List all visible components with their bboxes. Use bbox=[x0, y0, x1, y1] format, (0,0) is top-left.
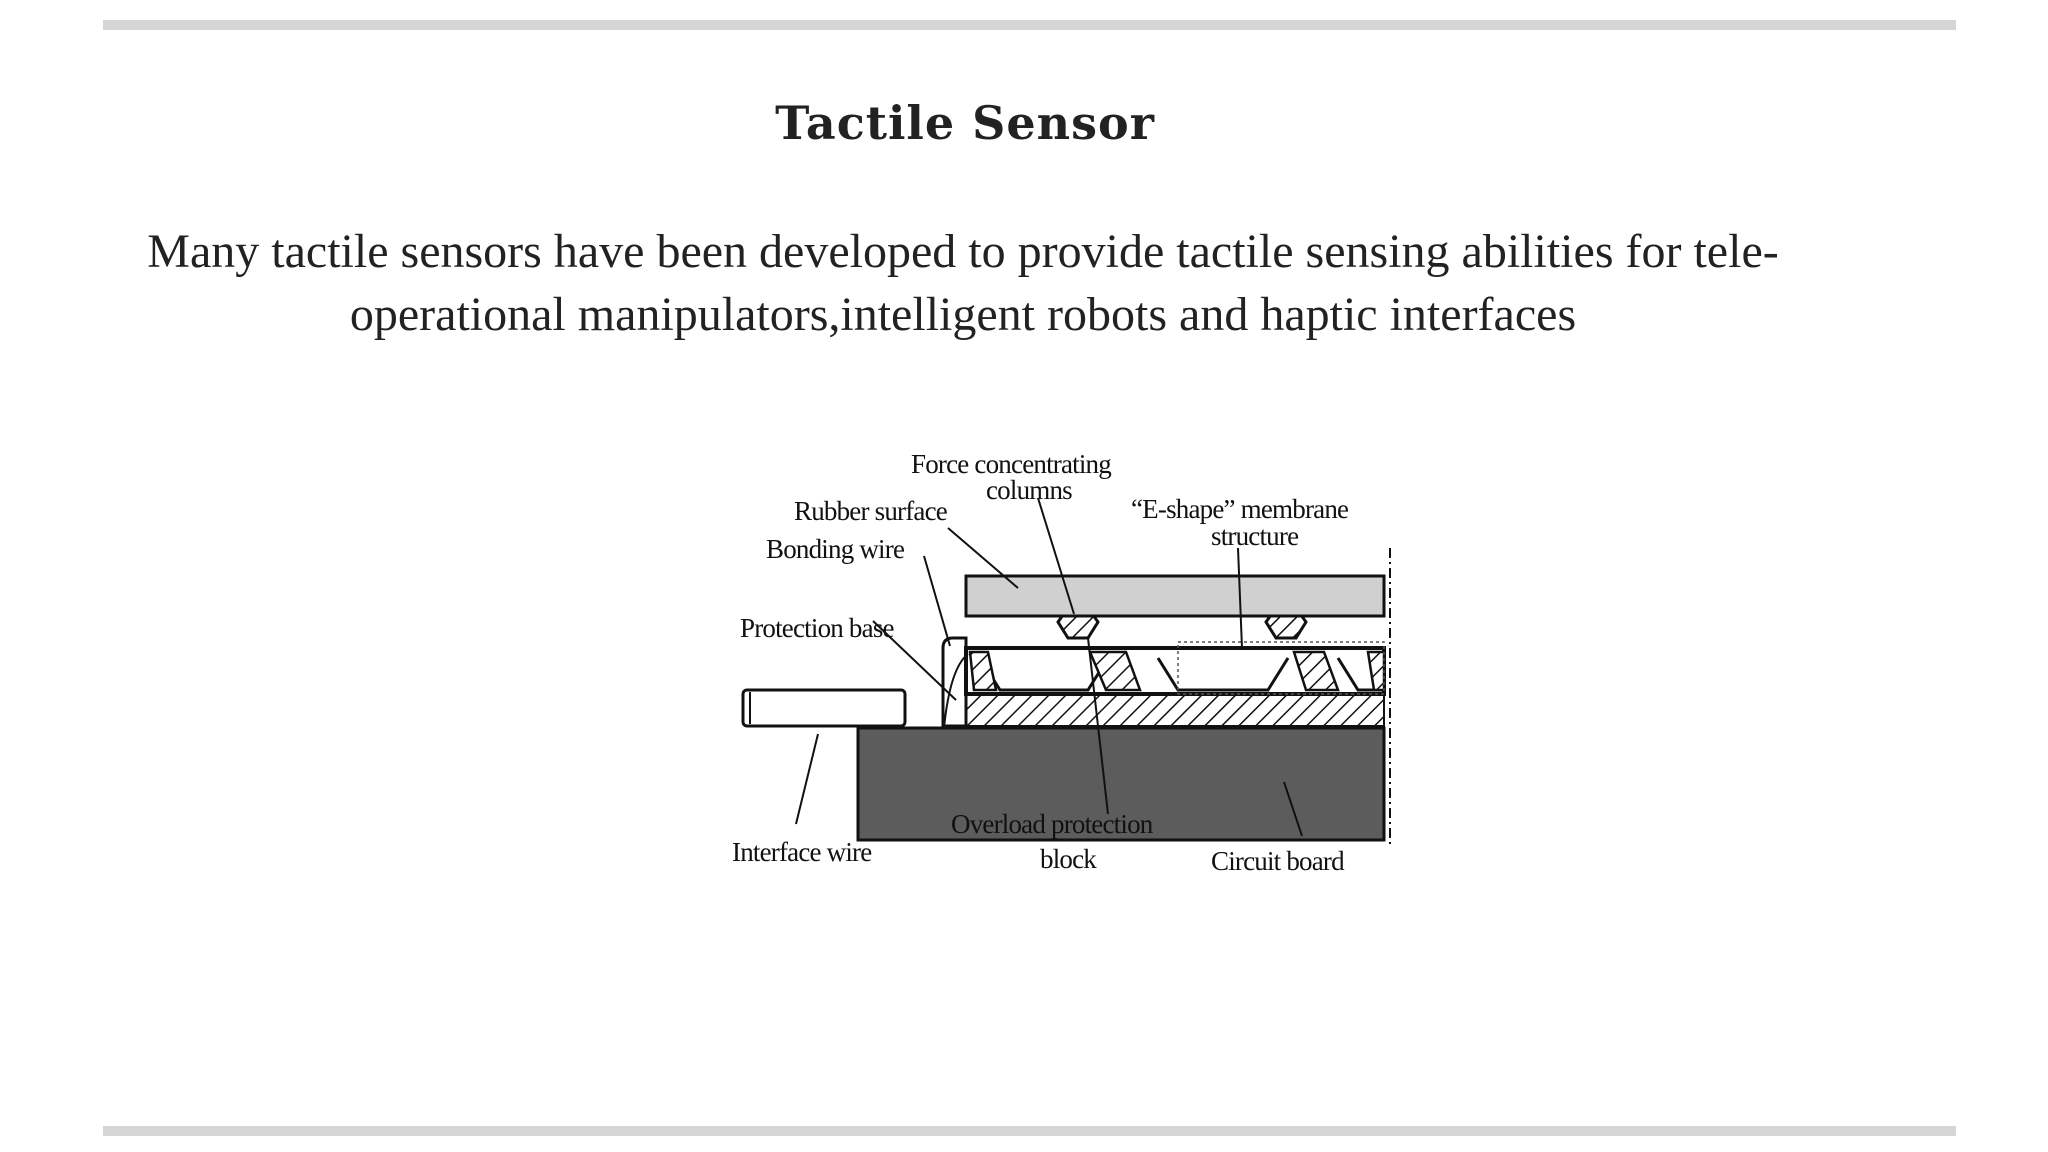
leader-lines bbox=[795, 497, 1303, 837]
top-divider bbox=[103, 20, 1956, 30]
slide-title: Tactile Sensor bbox=[775, 96, 1155, 150]
label-circuit-board: Circuit board bbox=[1211, 846, 1345, 876]
label-bonding-wire: Bonding wire bbox=[766, 534, 905, 564]
interface-wire-shape bbox=[741, 688, 907, 728]
label-structure: structure bbox=[1211, 521, 1299, 551]
rubber-surface-shape bbox=[964, 574, 1386, 618]
hatched-base-layer bbox=[965, 693, 1385, 727]
bottom-divider bbox=[103, 1126, 1956, 1136]
tactile-sensor-diagram: Force concentrating columns Rubber surfa… bbox=[728, 438, 1404, 888]
label-rubber-surface: Rubber surface bbox=[794, 496, 948, 526]
label-block: block bbox=[1040, 844, 1097, 874]
slide-body-text: Many tactile sensors have been developed… bbox=[147, 225, 1779, 341]
protection-base-shape bbox=[941, 636, 968, 728]
label-protection-base: Protection base bbox=[740, 613, 895, 643]
label-overload-protection: Overload protection bbox=[951, 809, 1154, 839]
overload-protection-block-shape bbox=[1088, 650, 1142, 692]
label-columns: columns bbox=[986, 475, 1072, 505]
label-interface-wire: Interface wire bbox=[732, 837, 872, 867]
label-force-concentrating: Force concentrating bbox=[911, 449, 1111, 479]
label-e-shape-membrane: “E-shape” membrane bbox=[1131, 494, 1349, 524]
